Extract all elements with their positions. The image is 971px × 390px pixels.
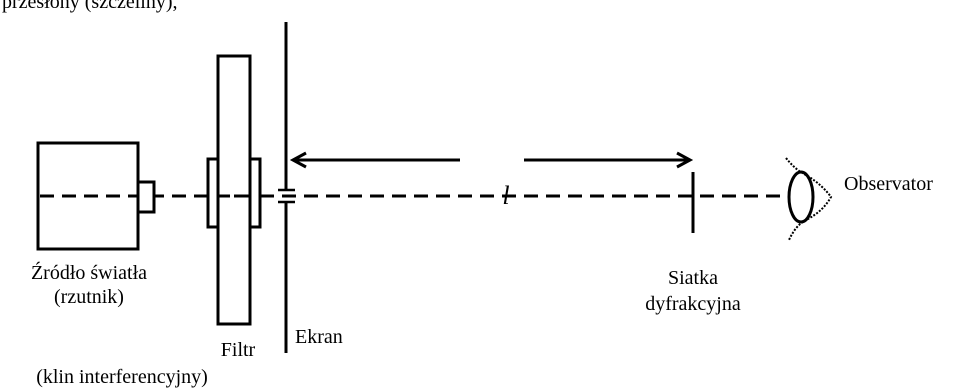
- header-fragment: przesłony (szczeliny),: [2, 0, 177, 13]
- grating-label-line1: Siatka: [668, 267, 718, 289]
- grating-label-line2: dyfrakcyjna: [645, 293, 741, 315]
- filter-label-line2: (klin interferencyjny): [36, 366, 208, 388]
- light-source-lens: [136, 180, 156, 214]
- filter-right-mount: [248, 157, 262, 229]
- distance-arrowhead-left: [289, 151, 307, 169]
- observer-label: Observator: [844, 173, 933, 195]
- screen-label: Ekran: [295, 326, 343, 348]
- eye-icon: [785, 157, 833, 241]
- filter-left-mount: [206, 157, 220, 229]
- distance-symbol: l: [502, 181, 509, 210]
- distance-arrowhead-right: [676, 151, 694, 169]
- filter-label-line1: Filtr: [221, 339, 256, 361]
- filter-outer: [216, 54, 252, 326]
- source-label-line2: (rzutnik): [54, 286, 124, 308]
- source-label-line1: Źródło światła: [31, 261, 147, 284]
